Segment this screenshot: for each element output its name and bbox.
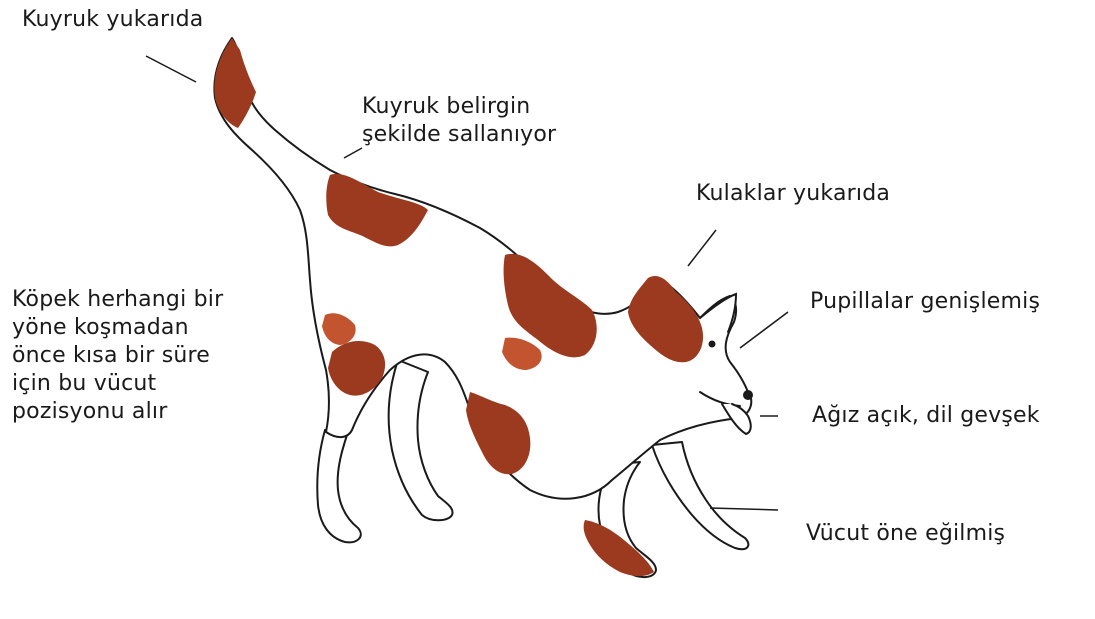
label-posture-note: Köpek herhangi bir yöne koşmadan önce kı…: [12, 286, 223, 426]
label-tail-up: Kuyruk yukarıda: [22, 6, 203, 34]
eye: [710, 342, 715, 347]
back-leg-right: [389, 360, 453, 520]
label-mouth: Ağız açık, dil gevşek: [812, 402, 1040, 430]
label-body-lean: Vücut öne eğilmiş: [806, 520, 1005, 548]
leader-body: [710, 508, 778, 510]
leader-tail-wag: [344, 148, 362, 158]
label-tail-wag: Kuyruk belirgin şekilde sallanıyor: [362, 93, 556, 149]
leader-pupils: [740, 312, 788, 348]
leader-ears: [688, 230, 716, 266]
back-leg-left: [317, 430, 361, 542]
nose: [744, 391, 752, 399]
label-pupils: Pupillalar genişlemiş: [810, 288, 1040, 316]
front-leg-front: [652, 442, 748, 549]
leader-tail-up: [146, 56, 196, 82]
label-ears-up: Kulaklar yukarıda: [696, 180, 890, 208]
